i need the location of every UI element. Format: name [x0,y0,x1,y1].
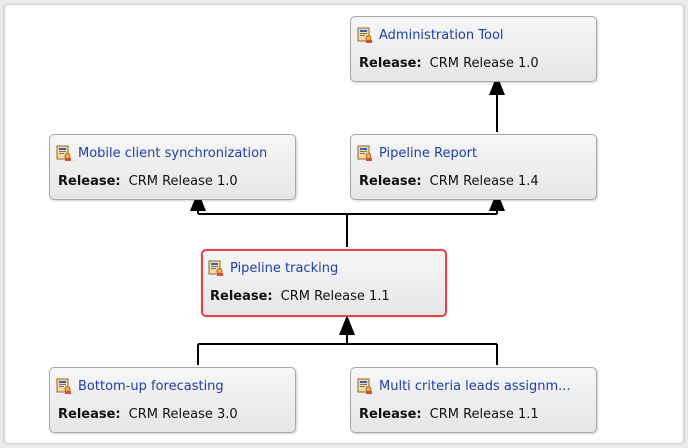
node-title[interactable]: Pipeline Report [379,145,478,161]
node-bottom-up-forecasting[interactable]: Bottom-up forecasting Release: CRM Releas… [49,367,296,433]
release-value: CRM Release 1.1 [429,407,539,422]
node-title-row[interactable]: Multi criteria leads assignm... [357,378,571,394]
requirement-item-icon [208,260,223,276]
node-pipeline-tracking[interactable]: Pipeline tracking Release: CRM Release 1.… [201,249,447,317]
node-title[interactable]: Pipeline tracking [230,260,339,276]
node-title-row[interactable]: Pipeline Report [357,145,477,161]
release-label: Release: [210,289,273,304]
node-title[interactable]: Bottom-up forecasting [78,378,224,394]
requirement-item-icon [56,145,71,161]
node-title-row[interactable]: Pipeline tracking [208,260,338,276]
requirement-item-icon [357,27,372,43]
node-release-row: Release: CRM Release 3.0 [58,407,238,422]
node-administration-tool[interactable]: Administration Tool Release: CRM Release … [350,16,597,82]
release-label: Release: [359,407,422,422]
release-label: Release: [58,407,121,422]
requirement-item-icon [357,145,372,161]
release-label: Release: [58,174,121,189]
requirement-item-icon [56,378,71,394]
requirement-item-icon [357,378,372,394]
release-value: CRM Release 1.0 [128,174,238,189]
node-release-row: Release: CRM Release 1.0 [58,174,238,189]
release-label: Release: [359,174,422,189]
node-title[interactable]: Mobile client synchronization [78,145,268,161]
node-pipeline-report[interactable]: Pipeline Report Release: CRM Release 1.4 [350,134,597,200]
node-title-row[interactable]: Administration Tool [357,27,504,43]
release-value: CRM Release 1.1 [280,289,390,304]
release-value: CRM Release 1.4 [429,174,539,189]
node-mobile-client-synchronization[interactable]: Mobile client synchronization Release: CR… [49,134,296,200]
node-title-row[interactable]: Mobile client synchronization [56,145,267,161]
node-release-row: Release: CRM Release 1.0 [359,56,539,71]
node-title[interactable]: Administration Tool [379,27,504,43]
node-title-row[interactable]: Bottom-up forecasting [56,378,224,394]
node-title[interactable]: Multi criteria leads assignm... [379,378,571,394]
release-label: Release: [359,56,422,71]
node-multi-criteria-leads-assignment[interactable]: Multi criteria leads assignm... Release:… [350,367,597,433]
dependency-diagram-canvas: Administration Tool Release: CRM Release … [4,4,684,444]
release-value: CRM Release 3.0 [128,407,238,422]
release-value: CRM Release 1.0 [429,56,539,71]
node-release-row: Release: CRM Release 1.1 [210,289,390,304]
dependency-connectors [190,75,505,365]
node-release-row: Release: CRM Release 1.1 [359,407,539,422]
node-release-row: Release: CRM Release 1.4 [359,174,539,189]
